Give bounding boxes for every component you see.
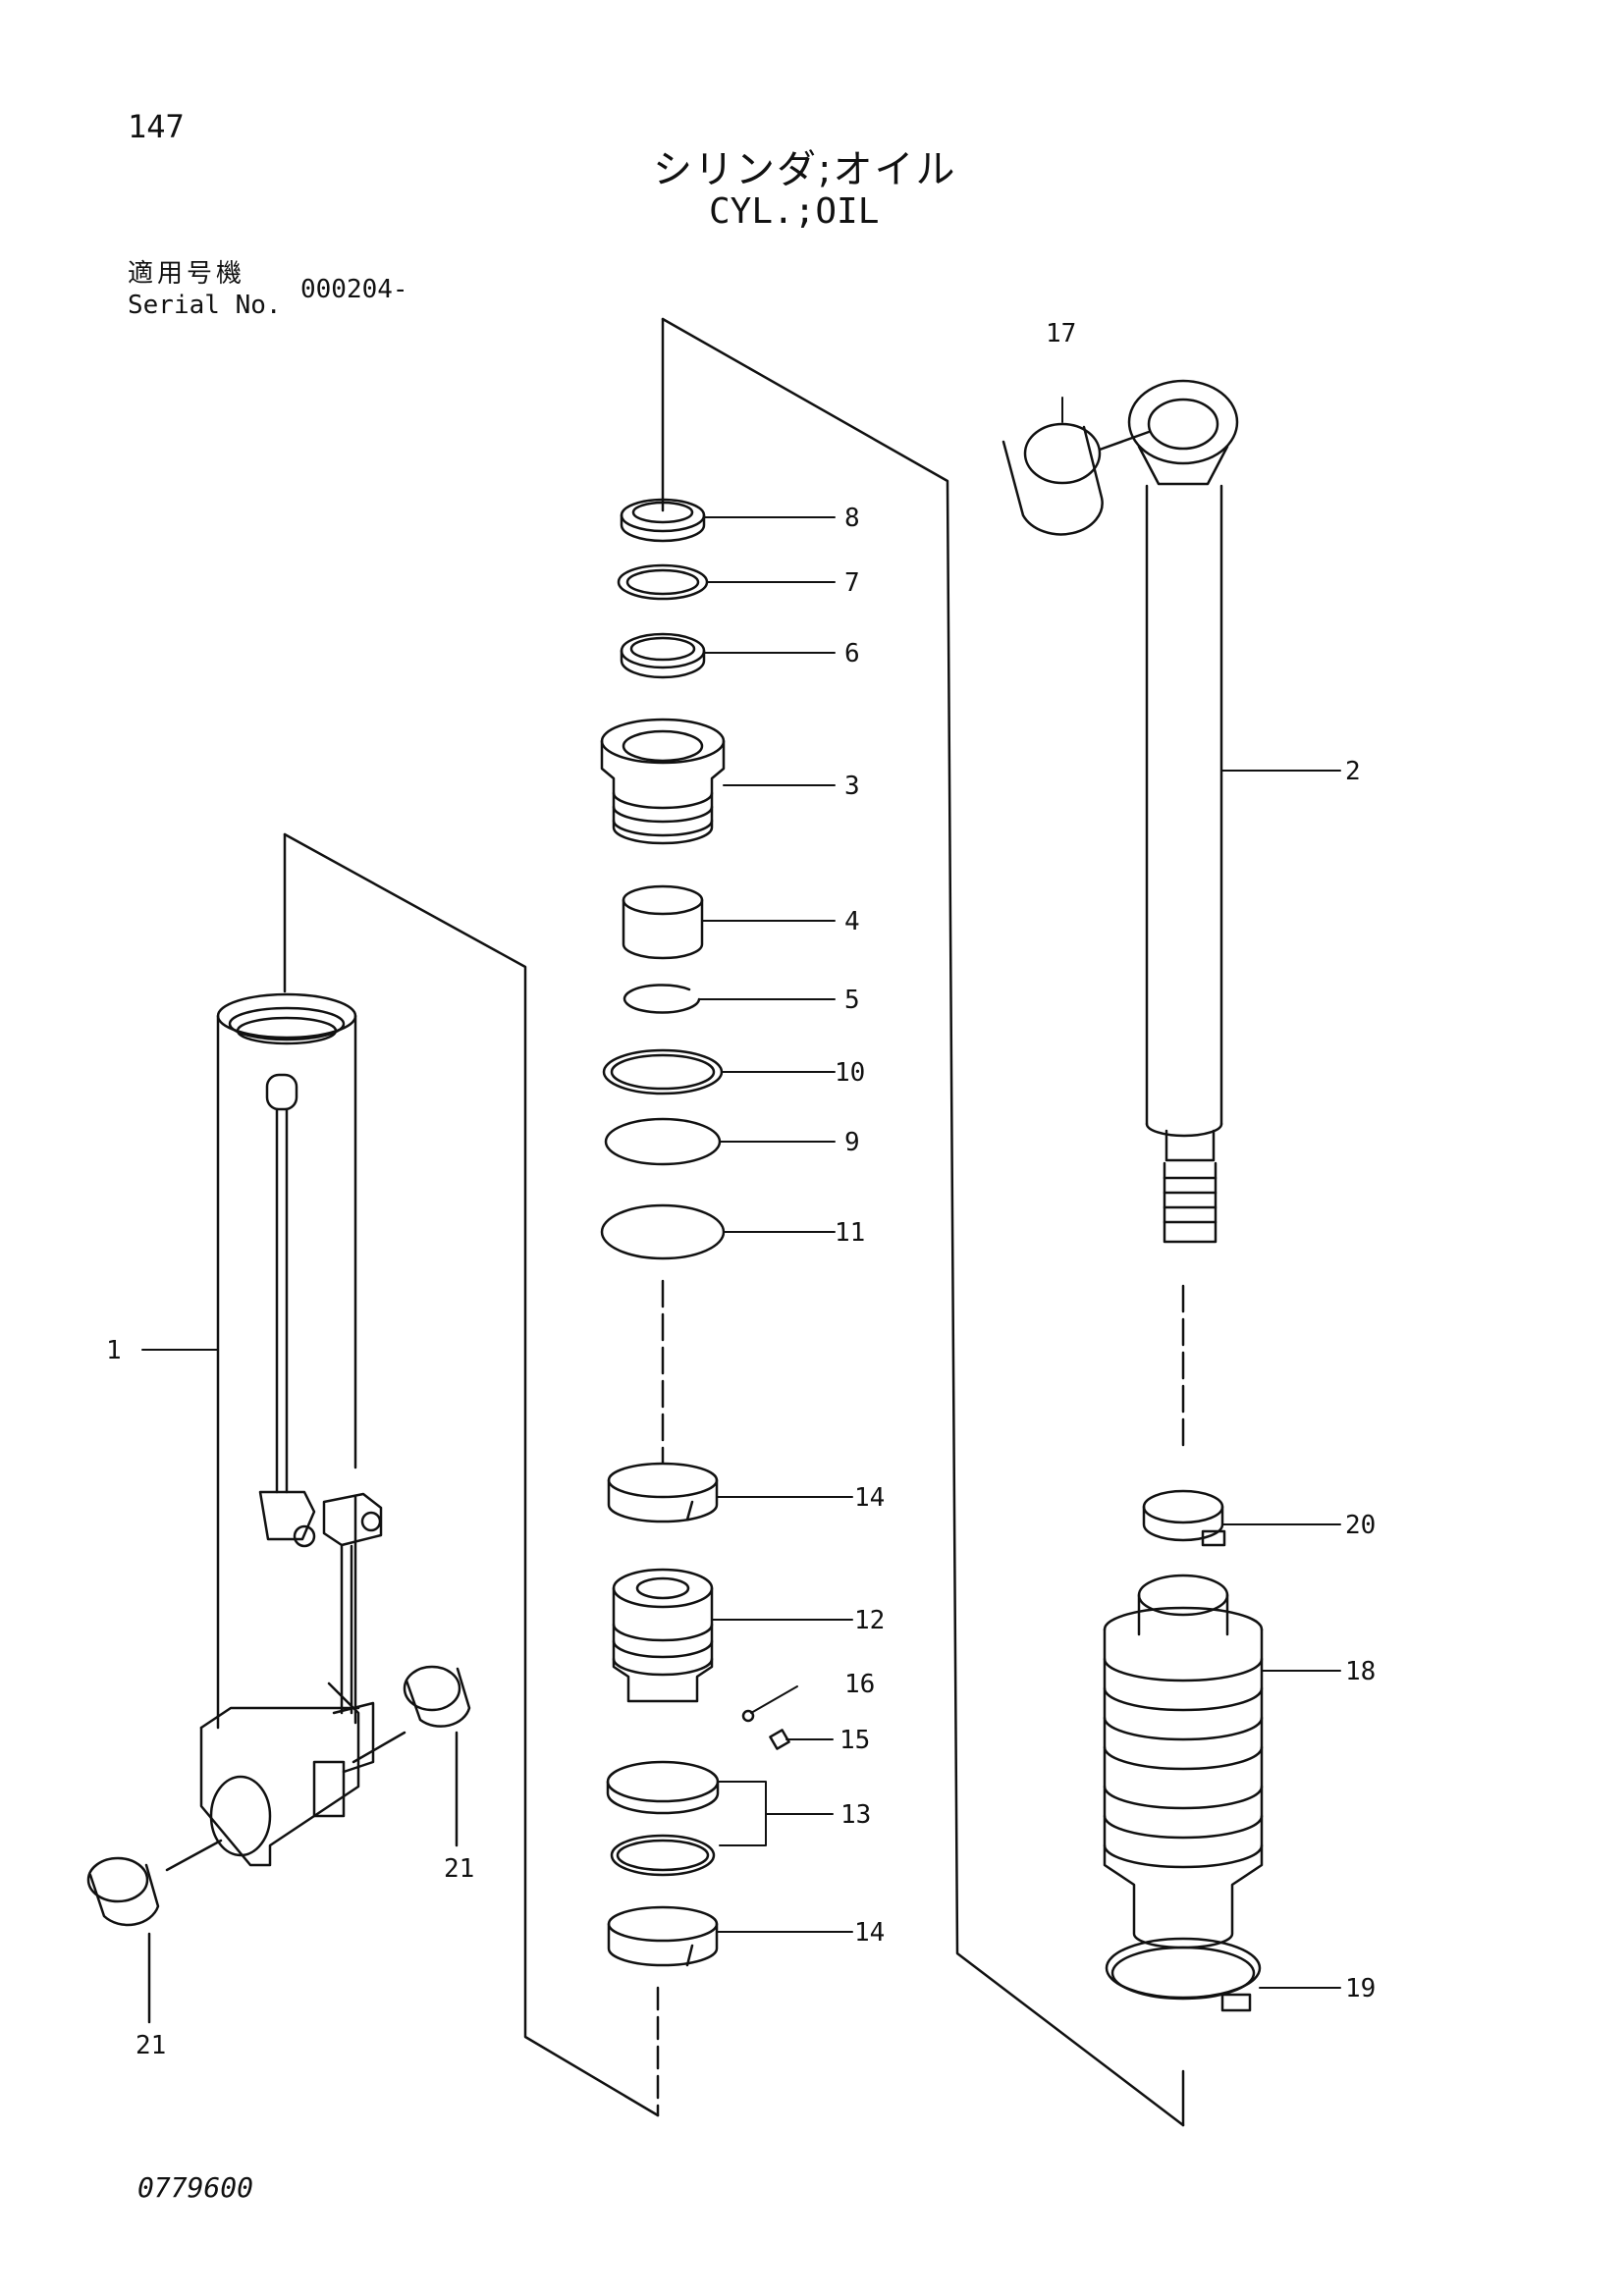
- callout-21-left: 21: [135, 2031, 166, 2060]
- drawing-number: 0779600: [137, 2171, 254, 2204]
- part-steel-ball-16: [741, 1709, 755, 1723]
- page-number: 147: [128, 108, 185, 145]
- callout-20: 20: [1345, 1511, 1376, 1540]
- callout-5: 5: [844, 986, 860, 1015]
- assembly-line-center: [661, 317, 1185, 2127]
- part-seal-6: [620, 632, 706, 679]
- part-bushing-21-lower: [86, 1839, 223, 2024]
- part-backup-ring-10: [602, 1048, 724, 1095]
- callout-12: 12: [854, 1606, 885, 1635]
- callout-18: 18: [1345, 1657, 1376, 1686]
- part-cylinder-head-3: [600, 718, 726, 845]
- assembly-line-left: [283, 832, 1185, 2127]
- part-wear-ring-14-lower: [607, 1905, 719, 1967]
- callout-13: 13: [840, 1800, 871, 1830]
- callout-8: 8: [844, 504, 860, 533]
- callout-14-upper: 14: [854, 1483, 885, 1513]
- page-title-japanese: シリンダ;オイル: [653, 147, 957, 192]
- callout-17: 17: [1046, 319, 1076, 348]
- serial-label-japanese: 適用号機: [128, 259, 246, 289]
- part-wear-ring-14-upper: [607, 1462, 719, 1523]
- callout-11: 11: [835, 1218, 865, 1248]
- callout-3: 3: [844, 772, 860, 801]
- callout-2: 2: [1345, 757, 1361, 786]
- serial-label-english: Serial No.: [128, 291, 282, 320]
- part-set-screw-15: [769, 1729, 790, 1750]
- callout-14-lower: 14: [854, 1918, 885, 1948]
- page-title-english: CYL.;OIL: [709, 191, 880, 232]
- callout-21-right: 21: [444, 1854, 474, 1884]
- part-band-20: [1142, 1489, 1226, 1547]
- callout-labels: 1 2 3 4 5 6 7 8 9 10 11 12 13 14 14 15 1…: [106, 319, 1376, 2060]
- serial-number-value: 000204-: [300, 275, 408, 304]
- part-boot-18: [1103, 1574, 1264, 1949]
- callout-4: 4: [844, 907, 860, 936]
- part-cylinder-tube: [199, 992, 383, 1867]
- callout-1: 1: [106, 1336, 122, 1365]
- part-snap-ring-5: [623, 984, 701, 1014]
- part-piston-rod: [1127, 379, 1239, 1244]
- part-band-19: [1105, 1937, 1262, 2012]
- callout-19: 19: [1345, 1974, 1376, 2003]
- callout-7: 7: [844, 568, 860, 598]
- part-dust-seal-8: [620, 498, 706, 543]
- part-bushing-17: [1001, 422, 1151, 536]
- callout-10: 10: [835, 1058, 865, 1088]
- callout-15: 15: [839, 1726, 870, 1755]
- part-piston-12: [612, 1568, 714, 1703]
- part-bushing-21-upper: [352, 1665, 471, 1847]
- part-o-ring-11: [600, 1203, 726, 1260]
- part-ring-7: [617, 563, 709, 601]
- callout-9: 9: [844, 1128, 860, 1157]
- callout-16: 16: [844, 1670, 875, 1699]
- part-seal-kit-13: [606, 1760, 720, 1877]
- leader-lines: [141, 397, 1341, 1989]
- callout-6: 6: [844, 639, 860, 668]
- part-bushing-4: [622, 884, 704, 960]
- part-o-ring-9: [604, 1117, 722, 1166]
